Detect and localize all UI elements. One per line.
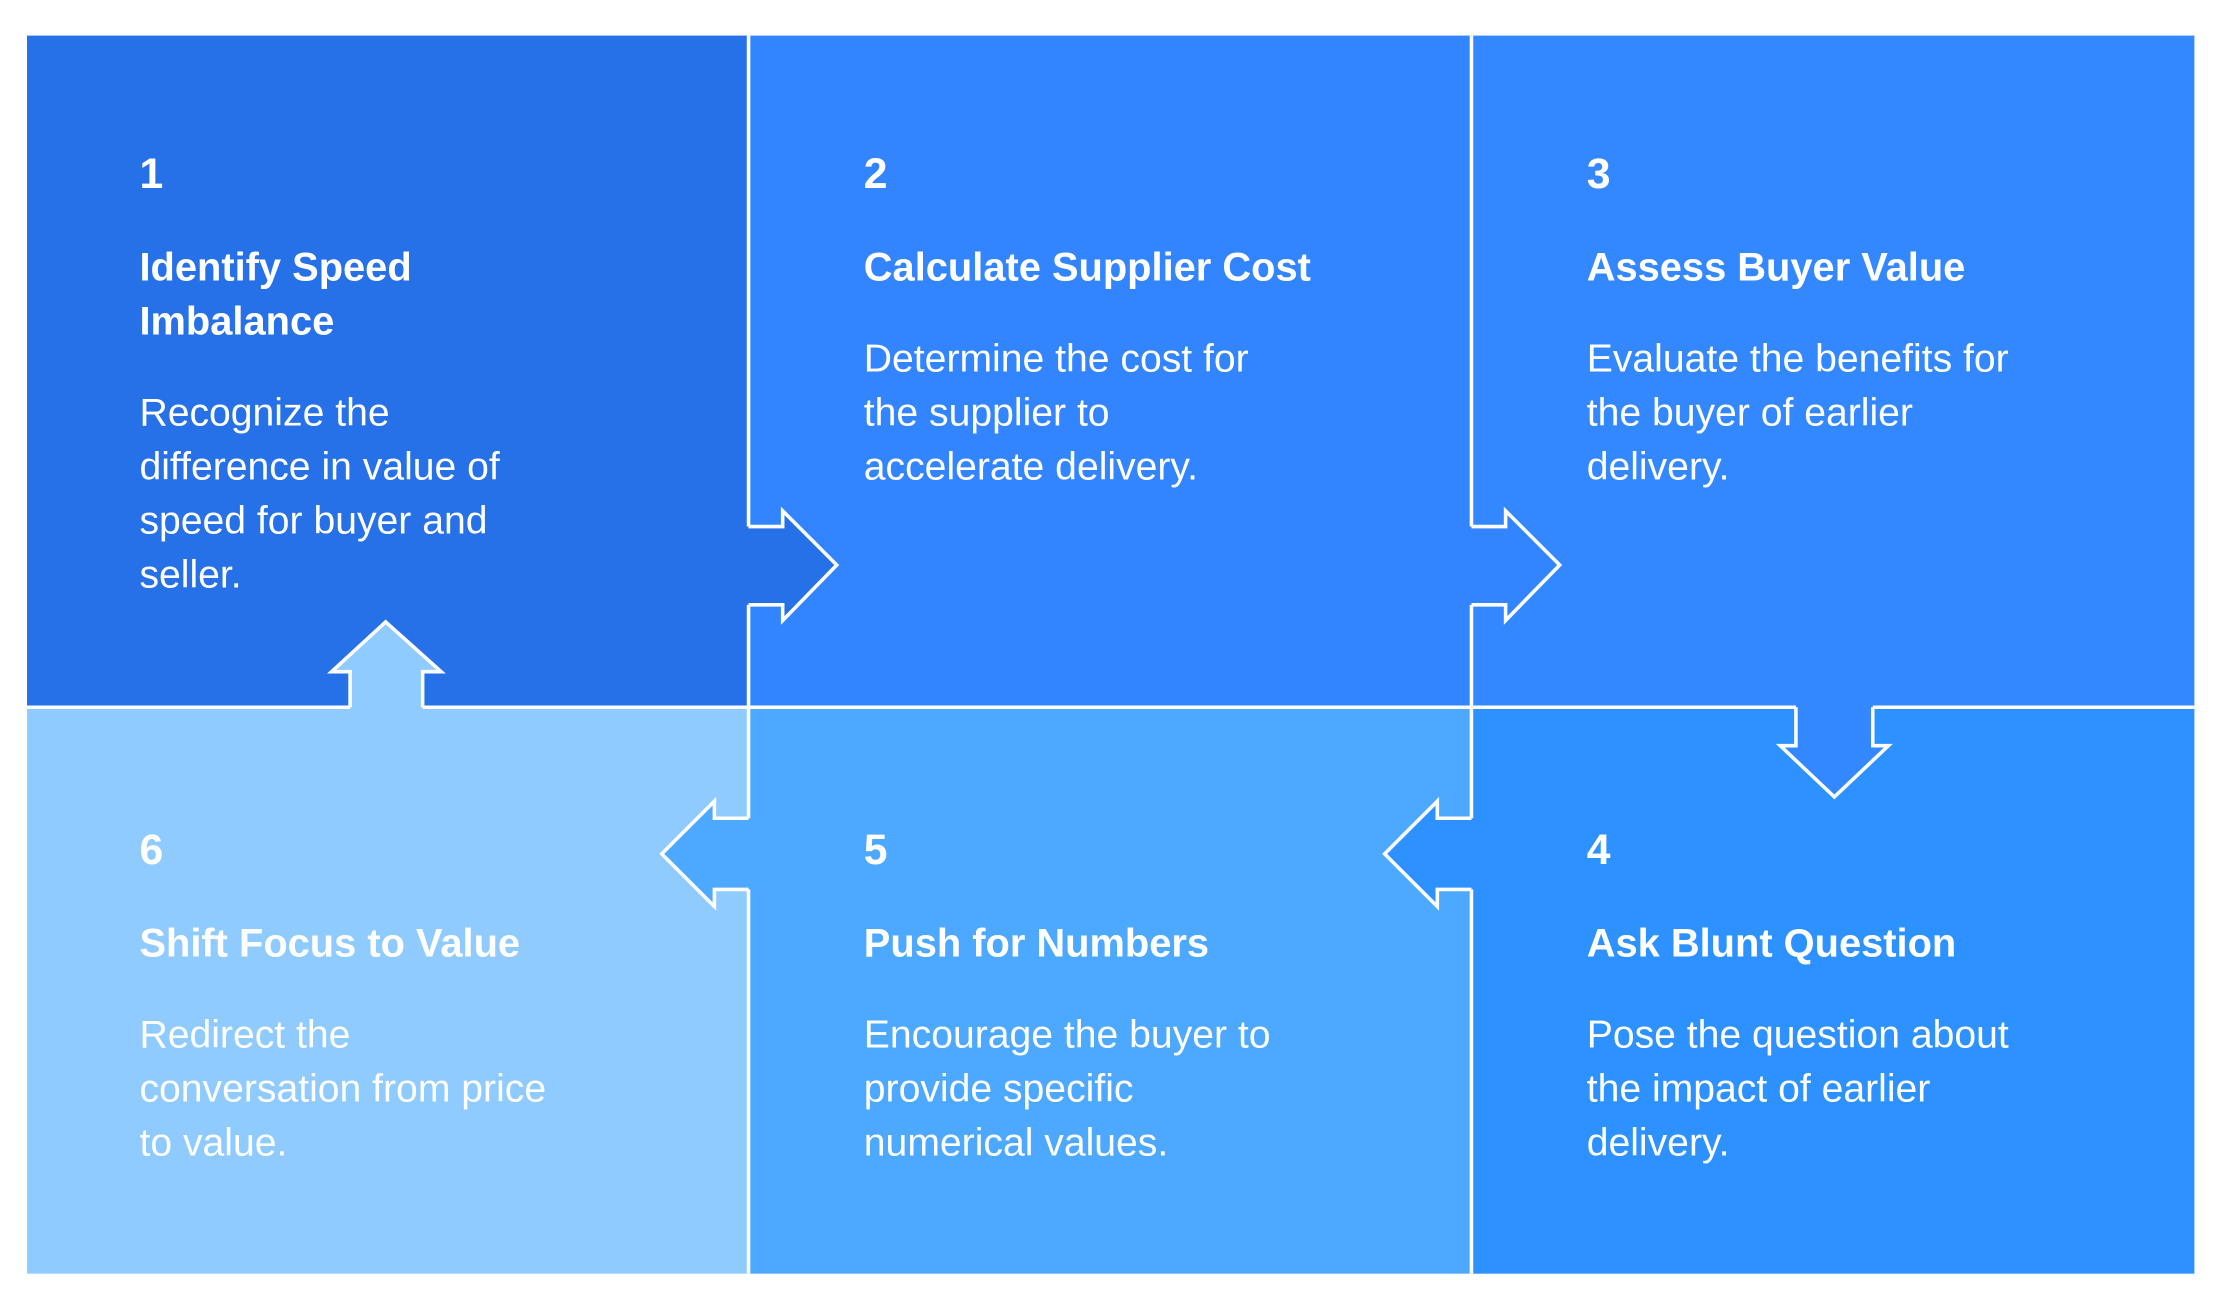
step-description: Pose the question about the impact of ea… — [1587, 1013, 2020, 1164]
step-1: 1 Identify Speed Imbalance Recognize the… — [139, 150, 510, 597]
step-4: 4 Ask Blunt Question Pose the question a… — [1587, 826, 2020, 1165]
step-title: Calculate Supplier Cost — [864, 245, 1311, 289]
step-number: 1 — [139, 150, 163, 198]
step-title: Shift Focus to Value — [139, 921, 520, 965]
step-1-panel — [27, 35, 749, 708]
step-description: Encourage the buyer to provide specific … — [864, 1013, 1282, 1164]
step-4-panel — [1471, 707, 2195, 1274]
arrow-left-icon — [659, 796, 752, 911]
step-number: 2 — [864, 150, 888, 198]
step-title: Identify Speed Imbalance — [139, 245, 422, 343]
step-3: 3 Assess Buyer Value Evaluate the benefi… — [1587, 150, 2020, 489]
step-5-panel — [748, 707, 1472, 1274]
step-description: Evaluate the benefits for the buyer of e… — [1587, 337, 2020, 488]
step-title: Assess Buyer Value — [1587, 245, 1966, 289]
step-2-panel — [748, 35, 1472, 708]
step-description: Determine the cost for the supplier to a… — [864, 337, 1260, 488]
step-2: 2 Calculate Supplier Cost Determine the … — [864, 150, 1311, 489]
step-number: 5 — [864, 826, 888, 874]
step-3-panel — [1471, 35, 2195, 708]
step-number: 4 — [1587, 826, 1611, 874]
arrow-right-icon — [745, 506, 840, 625]
step-title: Ask Blunt Question — [1587, 921, 1957, 965]
step-title: Push for Numbers — [864, 921, 1209, 965]
arrow-down-icon — [1775, 704, 1893, 800]
step-description: Redirect the conversation from price to … — [139, 1013, 557, 1164]
arrow-right-icon — [1468, 506, 1563, 625]
arrow-left-icon — [1382, 796, 1475, 911]
arrow-up-icon — [327, 619, 446, 711]
step-6: 6 Shift Focus to Value Redirect the conv… — [139, 826, 557, 1165]
step-description: Recognize the difference in value of spe… — [139, 392, 510, 597]
step-number: 3 — [1587, 150, 1611, 198]
step-5: 5 Push for Numbers Encourage the buyer t… — [864, 826, 1282, 1165]
step-6-panel — [27, 707, 749, 1274]
step-number: 6 — [139, 826, 163, 874]
